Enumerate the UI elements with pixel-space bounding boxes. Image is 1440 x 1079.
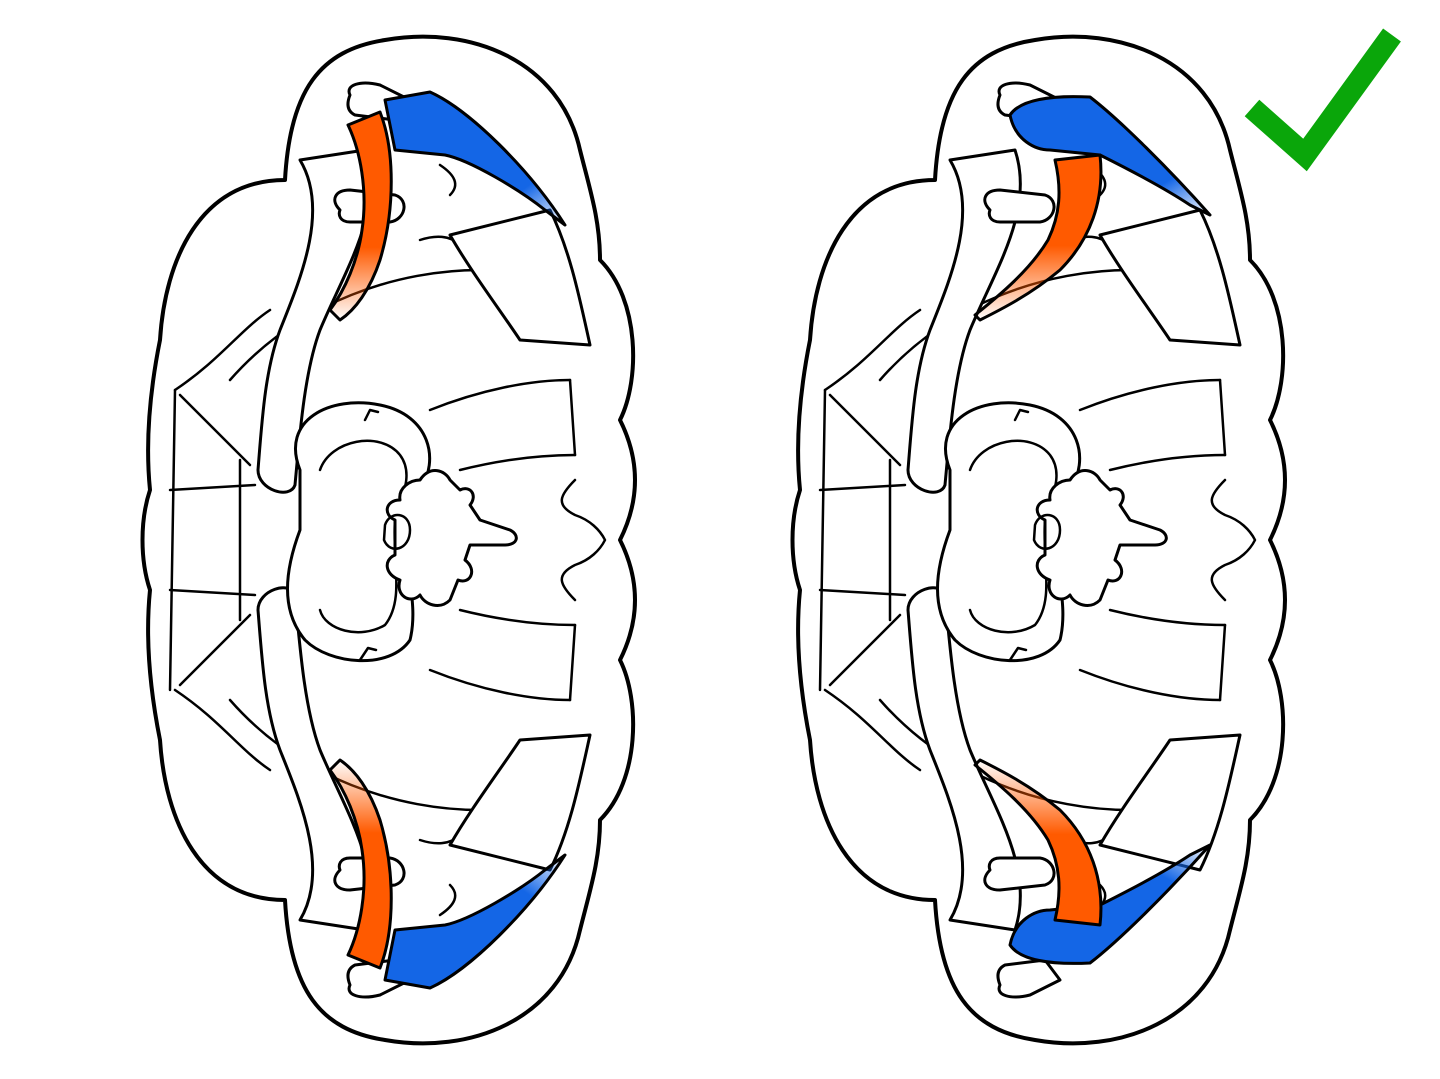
panel-left: [140, 34, 637, 1046]
ligament-blue-bottom-left: [383, 853, 567, 990]
ligament-orange-top-left: [328, 110, 393, 322]
panel-right: [790, 34, 1287, 1046]
ligament-orange-top-right: [973, 153, 1103, 322]
ligament-blue-bottom-right: [1008, 843, 1212, 965]
ligament-blue-top-right: [1008, 95, 1212, 217]
ligament-blue-top-left: [383, 90, 567, 227]
check-mark-icon: [1244, 28, 1401, 172]
ligament-orange-bottom-right: [973, 758, 1103, 927]
pelvis-outline-right: [790, 34, 1287, 1046]
ligament-orange-bottom-left: [328, 758, 393, 970]
